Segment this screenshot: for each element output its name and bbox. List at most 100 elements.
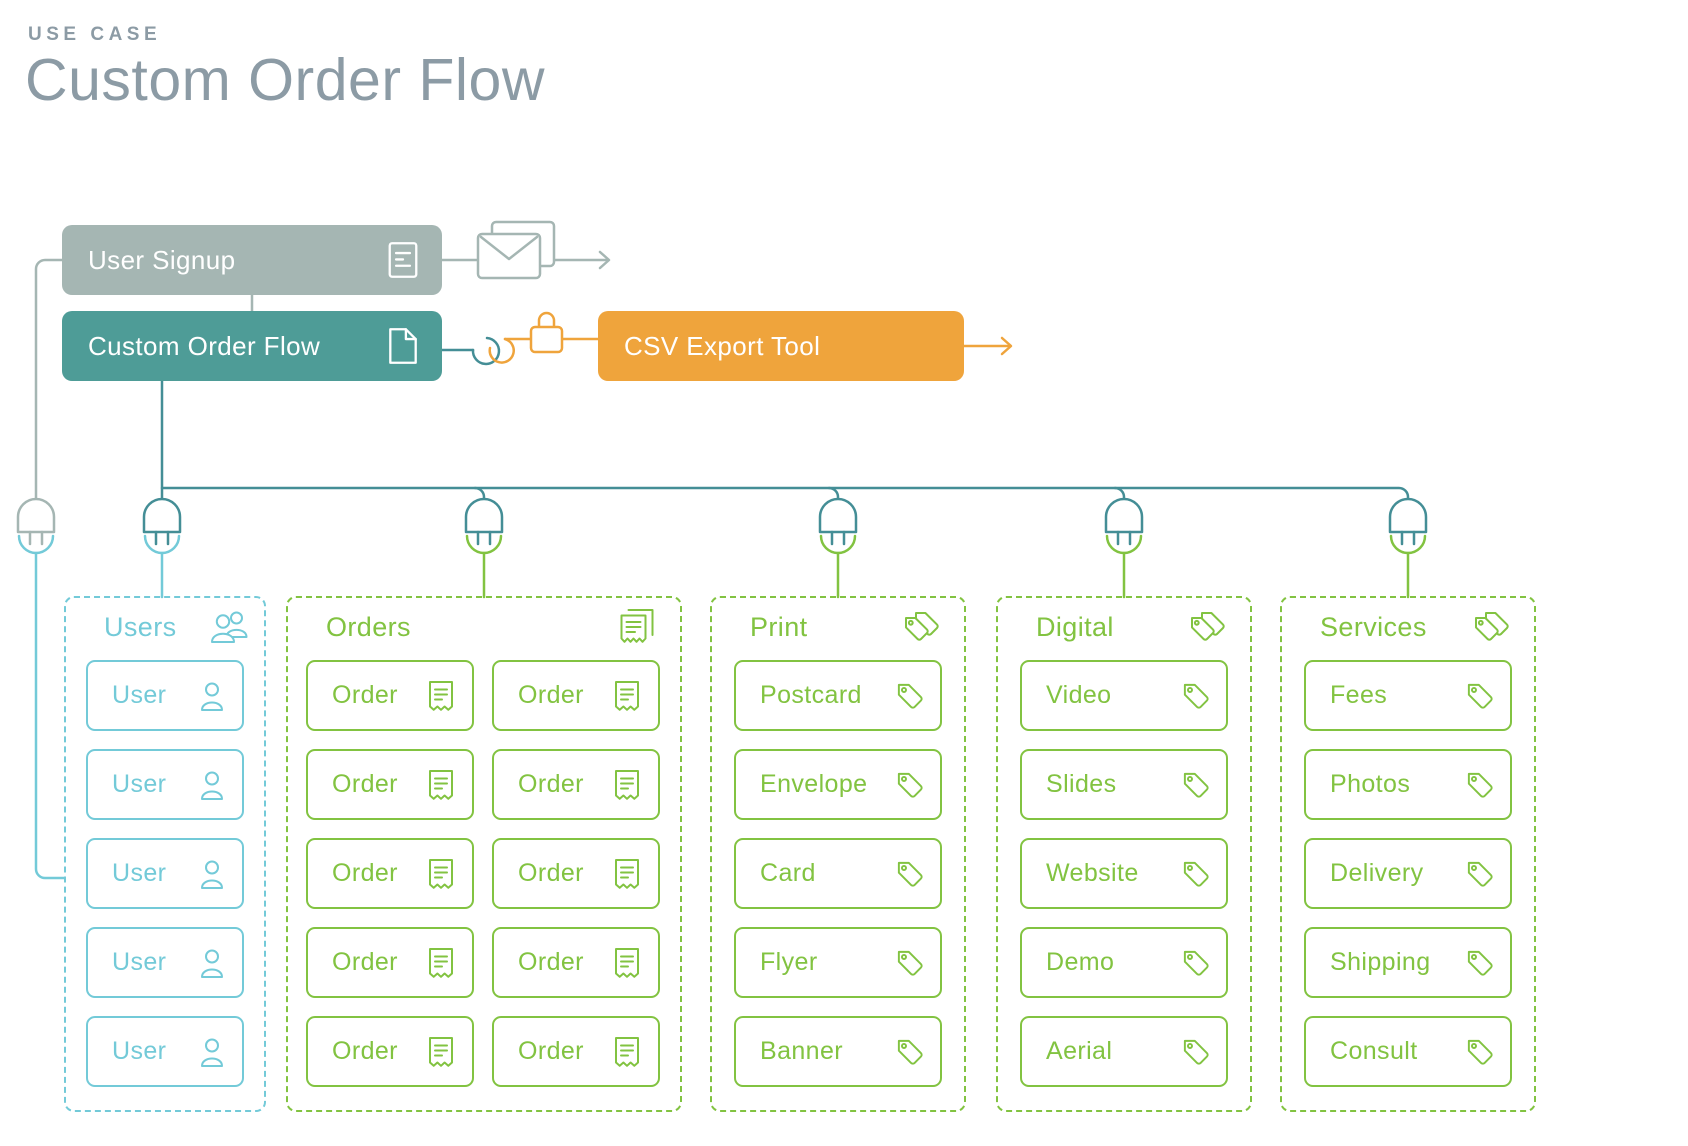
item-box-order: Order [306,660,474,731]
item-label: User [112,948,167,976]
item-box-slides: Slides [1020,749,1228,820]
group-orders-label: Orders [326,612,411,642]
plug-icon [464,497,504,546]
person-icon [201,771,223,800]
tags-icon [1472,610,1512,649]
gray-connectors [34,258,609,519]
tag-icon [1183,950,1209,976]
item-box-user: User [86,749,244,820]
person-icon [201,949,223,978]
item-box-user: User [86,660,244,731]
item-box-website: Website [1020,838,1228,909]
tag-icon [1467,950,1493,976]
item-label: Envelope [760,770,868,798]
receipt-icon [615,1036,639,1067]
group-print: Print [710,596,966,1112]
item-label: Card [760,859,816,887]
item-box-order: Order [306,749,474,820]
tag-icon [1183,1039,1209,1065]
receipt-icon [429,858,453,889]
tag-icon [1183,772,1209,798]
group-users: Users [64,596,266,1112]
tag-icon [1467,772,1493,798]
group-digital: Digital [996,596,1252,1112]
custom-order-flow-label: Custom Order Flow [88,330,321,361]
item-box-order: Order [306,927,474,998]
item-box-order: Order [492,927,660,998]
item-box-postcard: Postcard [734,660,942,731]
receipt-icon [615,858,639,889]
page-title: Custom Order Flow [25,47,545,113]
lock-icon [529,311,564,354]
item-label: Fees [1330,681,1388,709]
group-users-label: Users [104,612,177,642]
item-label: User [112,859,167,887]
group-digital-label: Digital [1036,612,1114,642]
tag-icon [897,772,923,798]
item-label: Order [518,681,584,709]
tag-icon [1467,683,1493,709]
item-box-envelope: Envelope [734,749,942,820]
item-label: User [112,681,167,709]
page-eyebrow: USE CASE [28,24,162,45]
person-icon [201,860,223,889]
receipt-icon [615,947,639,978]
item-label: Website [1046,859,1139,887]
item-label: Shipping [1330,948,1431,976]
item-label: Demo [1046,948,1115,976]
user-signup-label: User Signup [88,244,236,275]
item-label: User [112,770,167,798]
person-icon [201,682,223,711]
item-box-order: Order [306,838,474,909]
item-box-order: Order [492,838,660,909]
plug-icon [1388,497,1428,546]
item-label: Delivery [1330,859,1424,887]
group-print-label: Print [750,612,808,642]
group-services-label: Services [1320,612,1427,642]
item-label: Order [332,770,398,798]
receipt-icon [429,769,453,800]
item-label: Consult [1330,1037,1418,1065]
tag-icon [897,1039,923,1065]
item-label: Order [518,948,584,976]
socket-green [465,534,1427,599]
item-box-card: Card [734,838,942,909]
item-label: Order [332,859,398,887]
plug-icons-teal [142,497,1428,546]
item-label: Order [518,770,584,798]
link-hooks-icon [471,336,515,366]
tag-icon [1183,861,1209,887]
person-icon [201,1038,223,1067]
item-box-order: Order [492,660,660,731]
item-box-order: Order [492,1016,660,1087]
teal-connectors [160,348,1410,519]
item-box-video: Video [1020,660,1228,731]
item-box-shipping: Shipping [1304,927,1512,998]
tag-icon [897,861,923,887]
custom-order-flow-node: Custom Order Flow [62,311,442,381]
tag-icon [897,683,923,709]
item-label: Banner [760,1037,844,1065]
item-label: Order [332,1037,398,1065]
arrow-icon [1000,336,1013,356]
item-label: Order [332,948,398,976]
plug-icon [1104,497,1144,546]
item-label: User [112,1037,167,1065]
item-label: Photos [1330,770,1411,798]
plug-icon [818,497,858,546]
people-icon [208,610,250,649]
tag-icon [897,950,923,976]
tag-icon [1467,861,1493,887]
item-box-consult: Consult [1304,1016,1512,1087]
group-orders: Orders [286,596,682,1112]
form-icon [388,242,418,278]
receipts-icon [618,608,656,649]
envelope-icon [476,220,556,280]
item-label: Postcard [760,681,862,709]
item-label: Order [518,1037,584,1065]
group-services: Services [1280,596,1536,1112]
arrow-icon [598,250,611,270]
tag-icon [1183,683,1209,709]
item-label: Flyer [760,948,818,976]
